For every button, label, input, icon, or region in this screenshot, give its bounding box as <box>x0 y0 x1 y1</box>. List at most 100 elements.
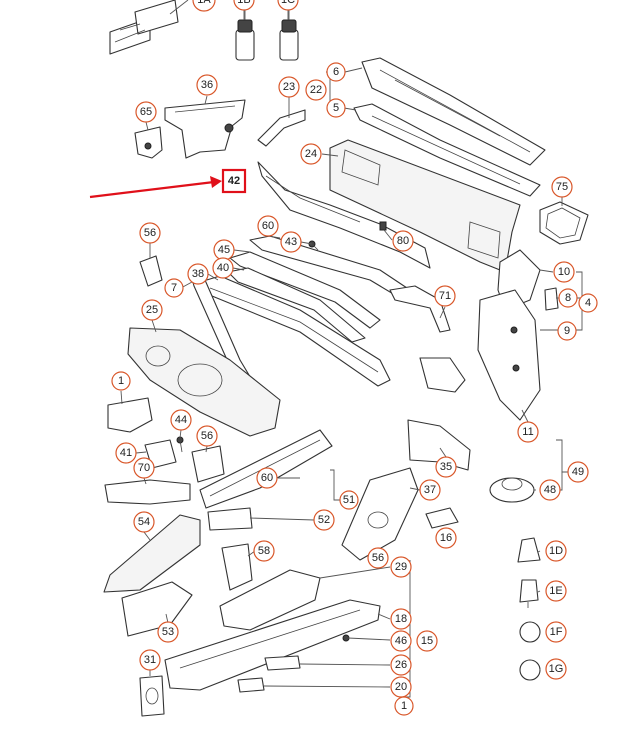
callout-51: 51 <box>339 490 359 510</box>
svg-text:71: 71 <box>439 290 451 302</box>
svg-text:1F: 1F <box>550 626 563 638</box>
svg-text:25: 25 <box>146 304 158 316</box>
callout-71: 71 <box>434 285 456 307</box>
callout-1f: 1F <box>545 621 567 643</box>
part-44-bolt <box>176 436 184 453</box>
part-75-gasket <box>539 201 589 245</box>
callout-38: 38 <box>187 263 209 285</box>
callout-4: 4 <box>578 293 598 313</box>
svg-text:43: 43 <box>285 236 297 248</box>
callout-56-lower: 56 <box>367 547 389 569</box>
part-26-plate <box>264 655 301 671</box>
svg-text:1: 1 <box>401 700 407 712</box>
svg-text:16: 16 <box>440 532 452 544</box>
callout-24: 24 <box>300 143 322 165</box>
part-40-cross-member <box>227 267 366 343</box>
callout-23: 23 <box>278 76 300 98</box>
part-1e-plug <box>519 579 539 608</box>
svg-text:80: 80 <box>397 235 409 247</box>
svg-text:8: 8 <box>565 292 571 304</box>
svg-text:56: 56 <box>372 552 384 564</box>
callout-60-lower: 60 <box>256 467 278 489</box>
svg-text:29: 29 <box>395 561 407 573</box>
callout-1-upper: 1 <box>111 371 131 391</box>
callout-75: 75 <box>551 176 573 198</box>
svg-text:37: 37 <box>424 484 436 496</box>
part-16-clip <box>425 507 459 529</box>
callout-60: 60 <box>257 215 279 237</box>
part-1d-plug <box>517 537 541 563</box>
callout-42-highlighted: 42 <box>221 168 247 194</box>
part-1f-plug <box>519 621 541 643</box>
part-37-inner-panel <box>341 467 419 561</box>
svg-text:1E: 1E <box>549 585 562 597</box>
callout-58: 58 <box>253 540 275 562</box>
callout-1c: 1C <box>277 0 299 11</box>
svg-text:5: 5 <box>333 102 339 114</box>
callout-25: 25 <box>141 299 163 321</box>
callout-1b: 1B <box>233 0 255 11</box>
part-9-pillar-lower <box>477 289 541 421</box>
callout-37: 37 <box>419 479 441 501</box>
callout-1-lower: 1 <box>394 696 414 716</box>
part-35-pillar-bracket <box>407 419 471 471</box>
part-58-bracket <box>221 543 253 591</box>
svg-text:6: 6 <box>333 66 339 78</box>
part-20-plate <box>237 677 265 693</box>
callout-5: 5 <box>326 98 346 118</box>
svg-text:31: 31 <box>144 654 156 666</box>
svg-text:70: 70 <box>138 462 150 474</box>
part-80-clip <box>379 221 387 231</box>
callout-53: 53 <box>157 621 179 643</box>
svg-text:9: 9 <box>564 325 570 337</box>
part-52-plate <box>207 507 253 531</box>
svg-text:38: 38 <box>192 268 204 280</box>
svg-text:10: 10 <box>558 266 570 278</box>
callout-48: 48 <box>539 479 561 501</box>
svg-text:23: 23 <box>283 81 295 93</box>
svg-text:53: 53 <box>162 626 174 638</box>
svg-text:1G: 1G <box>549 663 564 675</box>
svg-text:24: 24 <box>305 148 317 160</box>
svg-text:18: 18 <box>395 613 407 625</box>
callout-6: 6 <box>326 62 346 82</box>
callout-1d: 1D <box>545 540 567 562</box>
part-6-plenum-upper <box>361 57 546 166</box>
svg-text:15: 15 <box>421 635 433 647</box>
callout-29: 29 <box>390 556 412 578</box>
part-1-bracket <box>107 397 153 433</box>
svg-text:41: 41 <box>120 447 132 459</box>
svg-text:1C: 1C <box>281 0 295 6</box>
part-38-dash-beam <box>199 275 391 387</box>
part-36-bracket <box>164 99 246 159</box>
svg-text:1D: 1D <box>549 545 563 557</box>
svg-text:54: 54 <box>138 516 150 528</box>
svg-text:44: 44 <box>175 414 187 426</box>
part-42-firewall-panel <box>257 161 431 269</box>
part-23-strip <box>257 109 306 147</box>
callout-49: 49 <box>567 461 589 483</box>
part-29-member <box>219 569 321 631</box>
callout-36: 36 <box>196 74 218 96</box>
callout-54: 54 <box>133 511 155 533</box>
callout-8: 8 <box>558 288 578 308</box>
callout-26: 26 <box>390 654 412 676</box>
part-54-side-member <box>103 514 201 593</box>
callout-44: 44 <box>170 409 192 431</box>
part-70-bracket <box>104 479 191 505</box>
callout-31: 31 <box>139 649 161 671</box>
svg-text:22: 22 <box>310 84 322 96</box>
callout-35: 35 <box>435 456 457 478</box>
part-56-bracket-top <box>139 255 163 287</box>
svg-text:1: 1 <box>118 375 124 387</box>
callout-20: 20 <box>390 676 412 698</box>
callout-43: 43 <box>280 231 302 253</box>
svg-text:46: 46 <box>395 635 407 647</box>
part-8-small-bracket <box>544 287 559 311</box>
callout-10: 10 <box>553 261 575 283</box>
callout-40: 40 <box>212 257 234 279</box>
part-5-plenum-lower <box>353 103 541 197</box>
callout-46: 46 <box>390 630 412 652</box>
callout-52: 52 <box>313 509 335 531</box>
callout-7: 7 <box>164 278 184 298</box>
